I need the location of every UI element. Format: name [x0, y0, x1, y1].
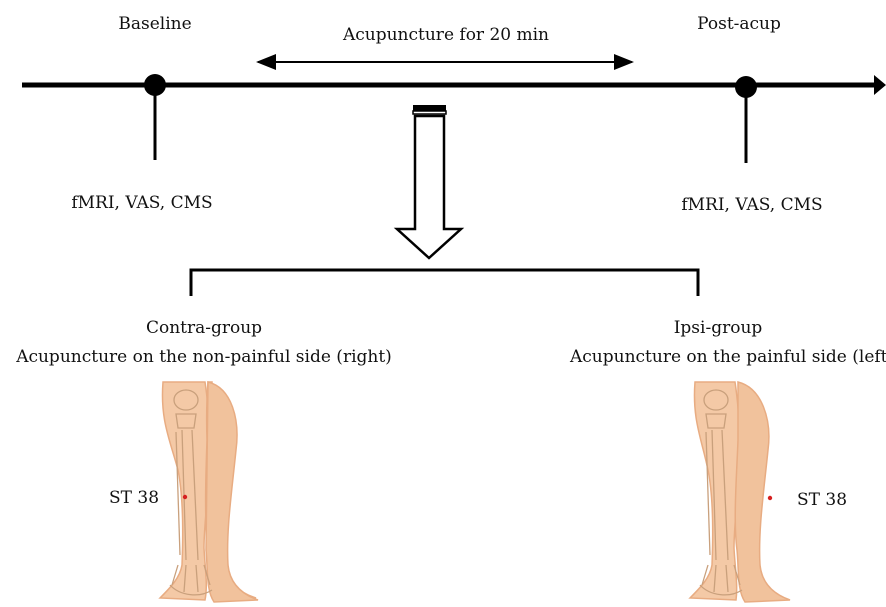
ipsi-acupoint-marker	[768, 496, 772, 500]
ipsi-acupoint-label: ST 38	[797, 490, 847, 510]
ipsi-legs	[690, 382, 790, 602]
